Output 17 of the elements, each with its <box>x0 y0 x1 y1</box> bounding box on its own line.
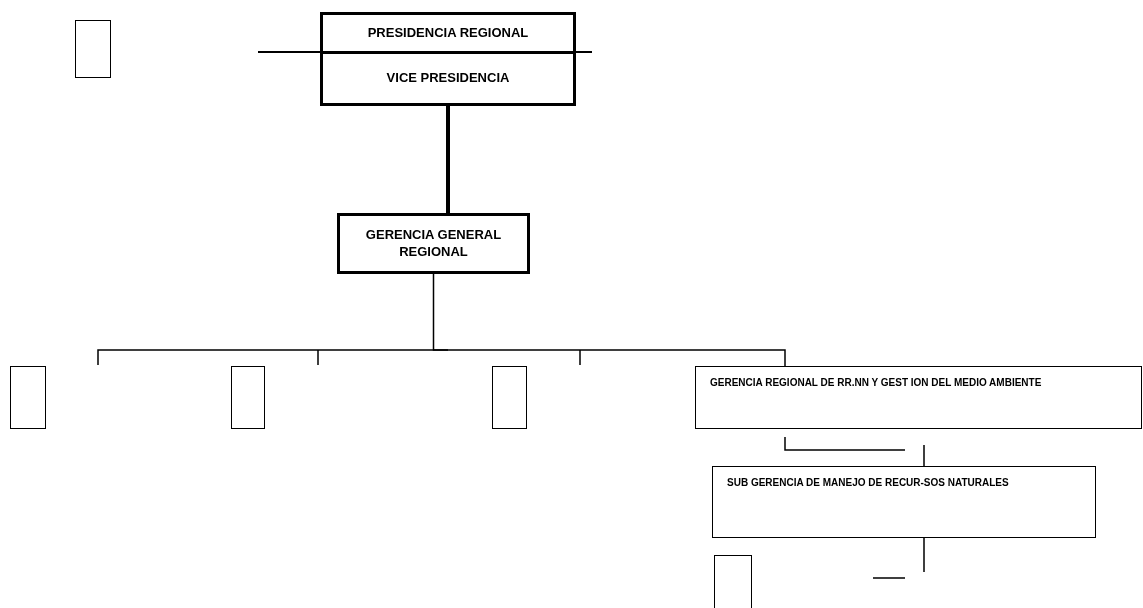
org-box <box>337 213 530 274</box>
connector-line <box>446 106 450 213</box>
box-label: GERENCIA REGIONAL DE RR.NN Y GEST ION DEL MEDIO AMBIENTE <box>710 377 1042 390</box>
org-box <box>320 51 576 106</box>
box-label: GERENCIA GENERAL REGIONAL <box>364 227 503 260</box>
box-label: SUB GERENCIA DE MANEJO DE RECUR-SOS NATURALES <box>727 477 1009 490</box>
box-label: VICE PRESIDENCIA <box>386 70 510 87</box>
box-label: PRESIDENCIA REGIONAL <box>367 24 529 42</box>
empty-box <box>10 366 46 429</box>
empty-box <box>231 366 265 429</box>
empty-box <box>714 555 752 608</box>
org-box <box>695 366 1142 429</box>
empty-box <box>75 20 111 78</box>
org-box <box>712 466 1096 538</box>
connector-line <box>432 273 786 367</box>
empty-box <box>492 366 527 429</box>
org-box <box>320 12 576 54</box>
